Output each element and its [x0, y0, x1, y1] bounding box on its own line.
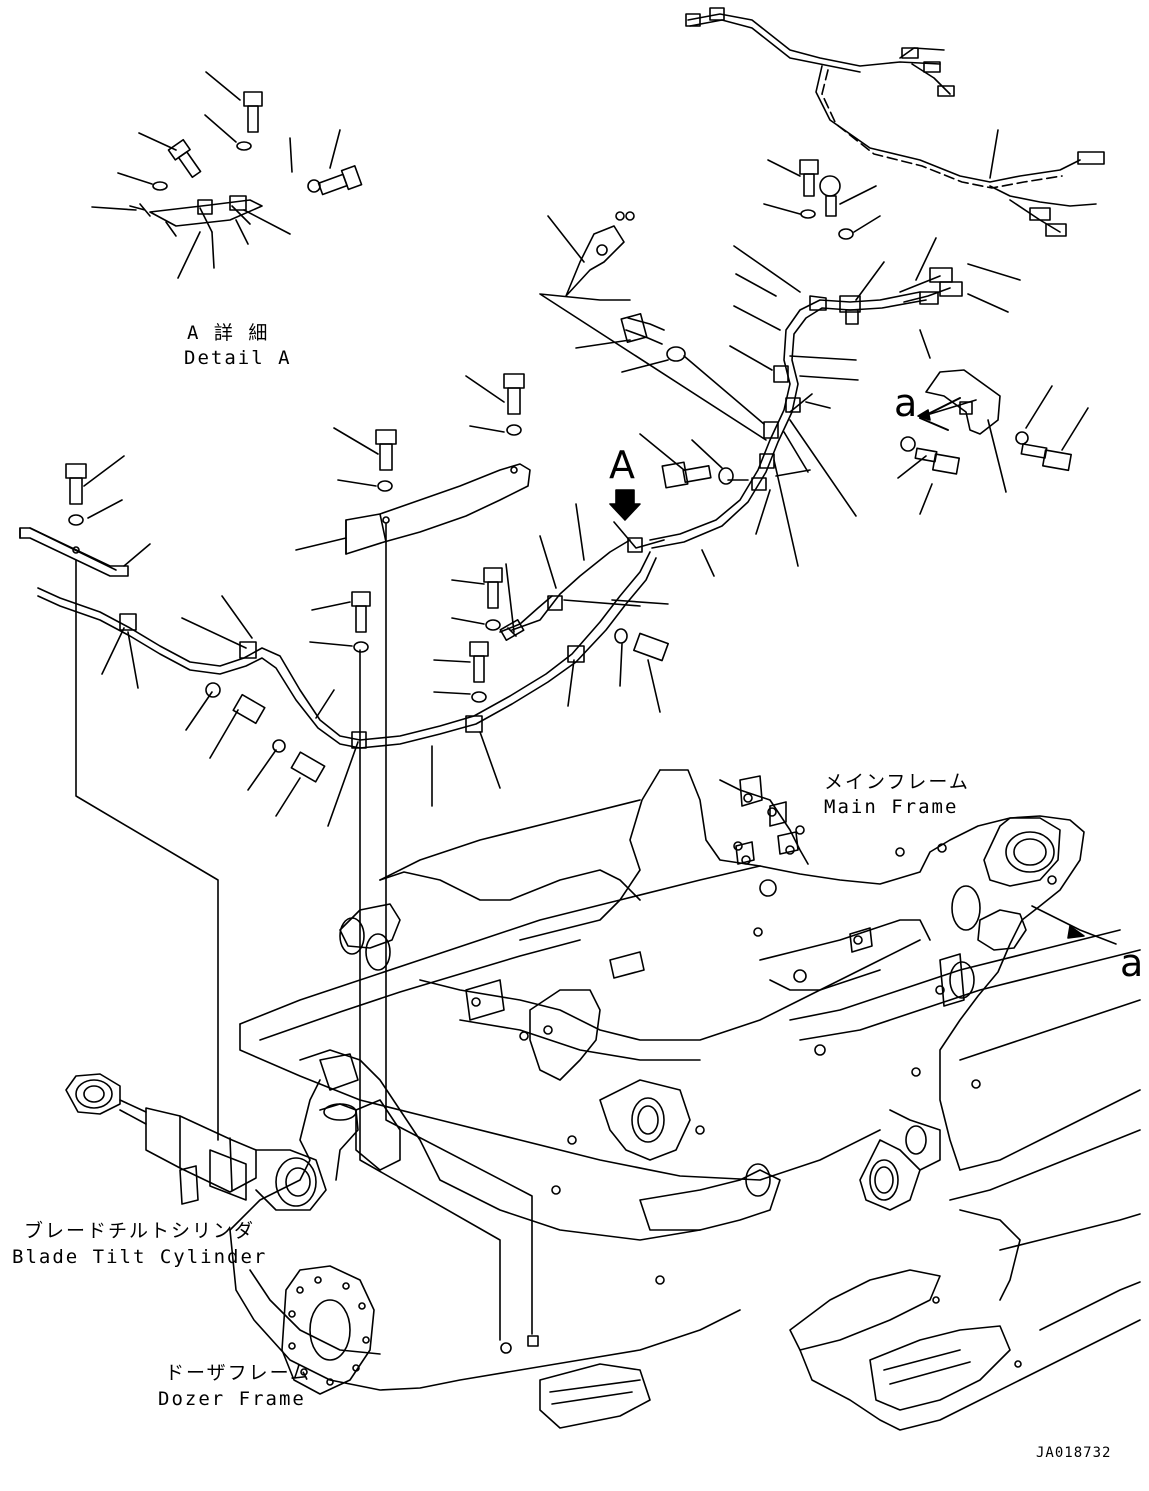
detail-a-inset — [91, 71, 363, 279]
center-fasteners — [539, 211, 767, 489]
frame-hardware — [179, 775, 965, 1205]
wiring-harness-top — [685, 7, 1105, 237]
view-a-callout: A — [609, 443, 635, 487]
center-plate — [295, 373, 531, 555]
hose-fasteners — [101, 503, 715, 827]
ref-a-callout-lower: a — [1120, 941, 1144, 985]
main-frame — [239, 769, 1141, 1285]
dozer-frame — [229, 1049, 741, 1429]
left-bracket — [19, 455, 151, 577]
ref-a-callout-upper: a — [894, 381, 918, 425]
main-frame-label-en: Main Frame — [824, 796, 959, 818]
detail-a-bolt-angled — [167, 138, 202, 179]
view-a-arrow — [609, 489, 665, 553]
upper-right-fasteners — [763, 159, 881, 240]
detail-a-washer — [236, 141, 252, 151]
detail-a-bolt — [243, 91, 263, 133]
main-harness-right — [649, 237, 1021, 567]
lower-hose — [37, 539, 657, 749]
reference-lines — [75, 523, 1117, 1341]
blade-tilt-cylinder — [65, 1073, 359, 1211]
dozer-frame-label-en: Dozer Frame — [158, 1388, 306, 1410]
detail-a-title-jp: A 詳 細 — [187, 322, 270, 344]
blade-tilt-cylinder-label-jp: ブレードチルトシリンダ — [24, 1220, 256, 1242]
bracket-a-right — [897, 329, 1089, 515]
drawing-code: JA018732 — [1036, 1445, 1112, 1461]
track-frame — [789, 1209, 1141, 1431]
main-frame-label-jp: メインフレーム — [824, 771, 970, 793]
detail-a-title-en: Detail A — [184, 347, 292, 369]
blade-tilt-cylinder-label-en: Blade Tilt Cylinder — [12, 1246, 268, 1268]
dozer-frame-label-jp: ドーザフレーム — [165, 1362, 312, 1384]
